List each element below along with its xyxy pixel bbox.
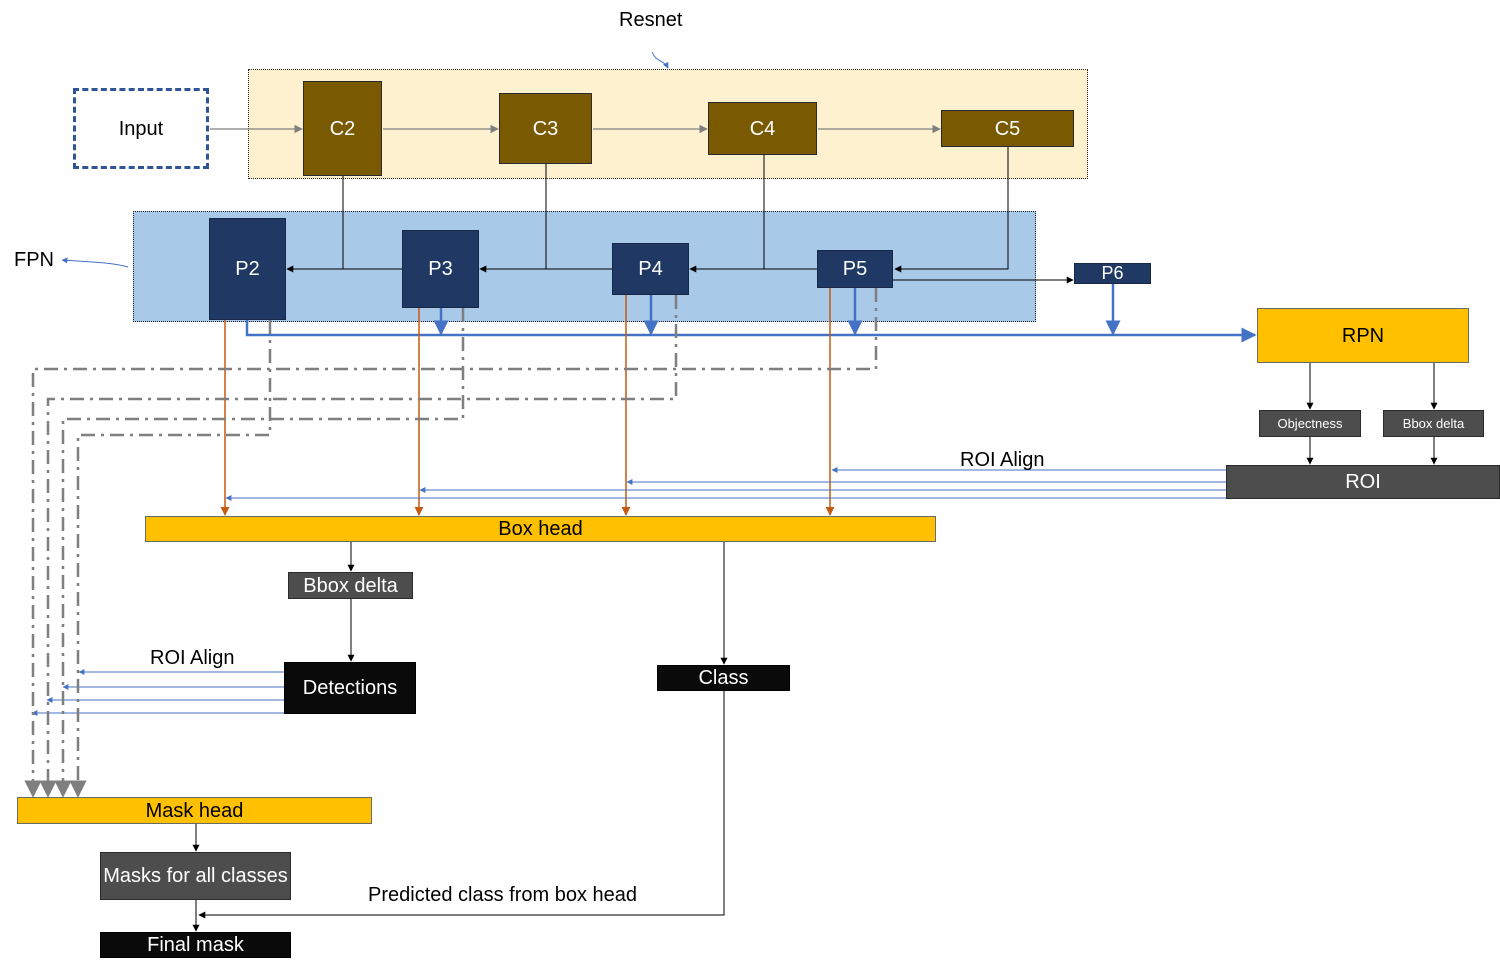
detections-node: Detections — [284, 662, 416, 714]
fpn-level-p6: P6 — [1074, 263, 1151, 284]
stage-label: C3 — [532, 117, 559, 140]
final-mask-label: Final mask — [147, 934, 244, 956]
roi-align-label-rpn: ROI Align — [960, 449, 1045, 471]
box-head-node: Box head — [145, 516, 936, 542]
objectness-node: Objectness — [1259, 410, 1361, 437]
objectness-label: Objectness — [1277, 415, 1343, 431]
level-label: P6 — [1101, 262, 1124, 283]
resnet-stage-c2: C2 — [303, 81, 382, 176]
mask-head-node: Mask head — [17, 797, 372, 824]
resnet-pointer — [651, 51, 669, 69]
roi-align-label-detections: ROI Align — [150, 647, 235, 669]
level-label: P4 — [638, 258, 663, 280]
input-label: Input — [118, 117, 164, 140]
resnet-stage-c4: C4 — [708, 102, 817, 155]
resnet-stage-c5: C5 — [941, 110, 1074, 147]
resnet-title: Resnet — [619, 9, 683, 31]
box-bbox-delta-node: Bbox delta — [288, 572, 413, 599]
class-label: Class — [698, 667, 749, 689]
input-node: Input — [73, 88, 209, 169]
level-label: P5 — [842, 258, 868, 280]
fpn-level-p5: P5 — [817, 250, 893, 288]
level-label: P2 — [235, 258, 260, 280]
detections-label: Detections — [302, 677, 398, 699]
final-mask-node: Final mask — [100, 932, 291, 958]
rpn-node: RPN — [1257, 308, 1469, 363]
stage-label: C5 — [994, 117, 1021, 140]
fpn-level-p4: P4 — [612, 243, 689, 295]
resnet-stage-c3: C3 — [499, 93, 592, 164]
fpn-title: FPN — [14, 249, 54, 271]
fpn-level-p3: P3 — [402, 230, 479, 308]
mask-head-label: Mask head — [145, 799, 244, 822]
masks-all-classes-label: Masks for all classes — [103, 864, 288, 887]
box-bbox-delta-label: Bbox delta — [303, 574, 398, 597]
class-node: Class — [657, 665, 790, 691]
stage-label: C2 — [329, 117, 356, 140]
roi-node: ROI — [1226, 465, 1500, 499]
rpn-label: RPN — [1341, 324, 1385, 347]
stage-label: C4 — [749, 117, 776, 140]
rpn-bbox-delta-label: Bbox delta — [1402, 415, 1465, 431]
fpn-level-p2: P2 — [209, 218, 286, 320]
masks-all-classes-node: Masks for all classes — [100, 852, 291, 900]
rpn-bbox-delta-node: Bbox delta — [1383, 410, 1484, 437]
roi-label: ROI — [1345, 471, 1381, 493]
level-label: P3 — [428, 258, 453, 280]
predicted-class-note: Predicted class from box head — [368, 884, 638, 906]
fpn-pointer — [61, 257, 129, 268]
box-head-label: Box head — [498, 518, 583, 540]
